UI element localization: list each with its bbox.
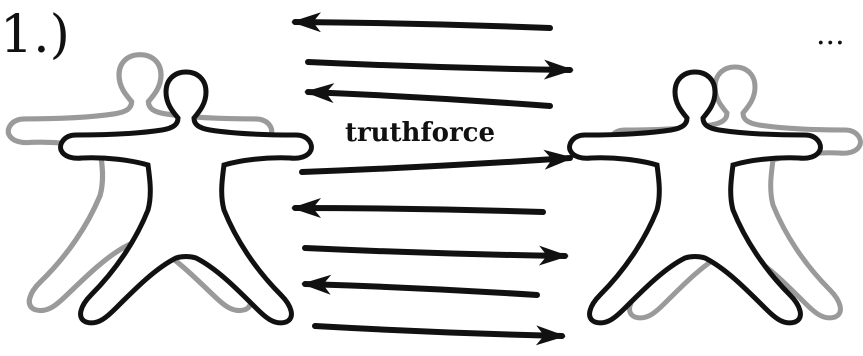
- left-person-group: [8, 55, 311, 323]
- truthforce-label: truthforce: [345, 118, 495, 148]
- right-person-group: [570, 67, 861, 323]
- arrow-right-4: [299, 149, 574, 175]
- arrow-left-3: [304, 83, 553, 109]
- arrow-right-8: [312, 323, 566, 346]
- arrow-left-7: [301, 274, 540, 298]
- arrow-left-5: [291, 198, 546, 219]
- arrow-right-6: [302, 245, 569, 266]
- arrow-layer: [291, 12, 574, 346]
- arrow-right-2: [305, 59, 574, 80]
- right-person-icon: [570, 72, 821, 323]
- continuation-marker: ...: [816, 17, 845, 52]
- step-number: 1.): [0, 5, 70, 65]
- arrow-left-1: [291, 12, 553, 33]
